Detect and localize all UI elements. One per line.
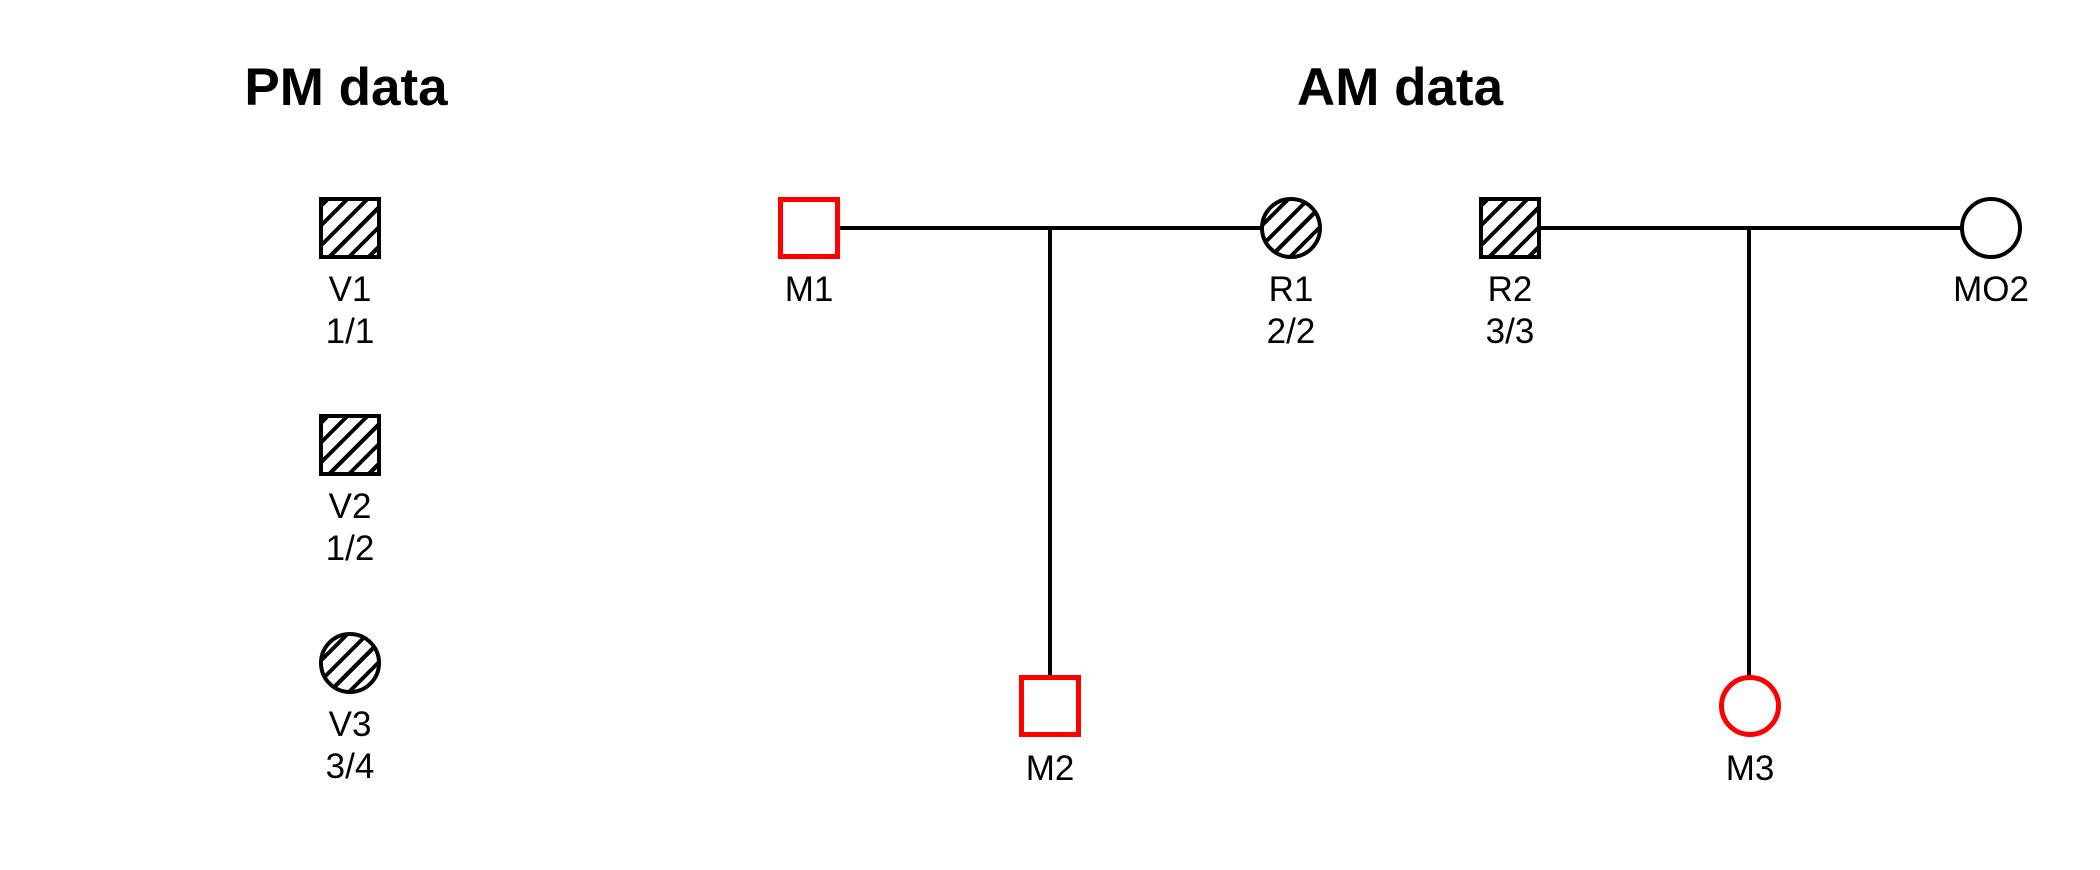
pm-panel-title: PM data [244,58,448,117]
v2-id-label: V2 [328,487,372,526]
m2-missing-square-icon [1019,675,1081,737]
m3-id-label: M3 [1725,749,1775,788]
r1-hatched-circle-icon [1260,197,1322,259]
mo2-circle-icon [1960,197,2022,259]
v2-hatched-square-icon [319,414,381,476]
r2-id-label: R2 [1487,270,1533,309]
r1-genotype-label: 2/2 [1266,312,1316,351]
pedigree1-descent-line [1048,226,1052,677]
r2-genotype-label: 3/3 [1485,312,1535,351]
r2-hatched-square-icon [1479,197,1541,259]
r1-id-label: R1 [1268,270,1314,309]
v1-genotype-label: 1/1 [325,312,375,351]
m1-id-label: M1 [784,270,834,309]
pedigree2-descent-line [1747,226,1751,677]
v1-id-label: V1 [328,270,372,309]
v3-genotype-label: 3/4 [325,747,375,786]
m3-missing-circle-icon [1719,675,1781,737]
mo2-id-label: MO2 [1953,270,2029,309]
am-panel-title: AM data [1296,58,1504,117]
v1-hatched-square-icon [319,197,381,259]
v2-genotype-label: 1/2 [325,529,375,568]
v3-id-label: V3 [328,705,372,744]
m2-id-label: M2 [1025,749,1075,788]
v3-hatched-circle-icon [319,632,381,694]
m1-missing-square-icon [778,197,840,259]
